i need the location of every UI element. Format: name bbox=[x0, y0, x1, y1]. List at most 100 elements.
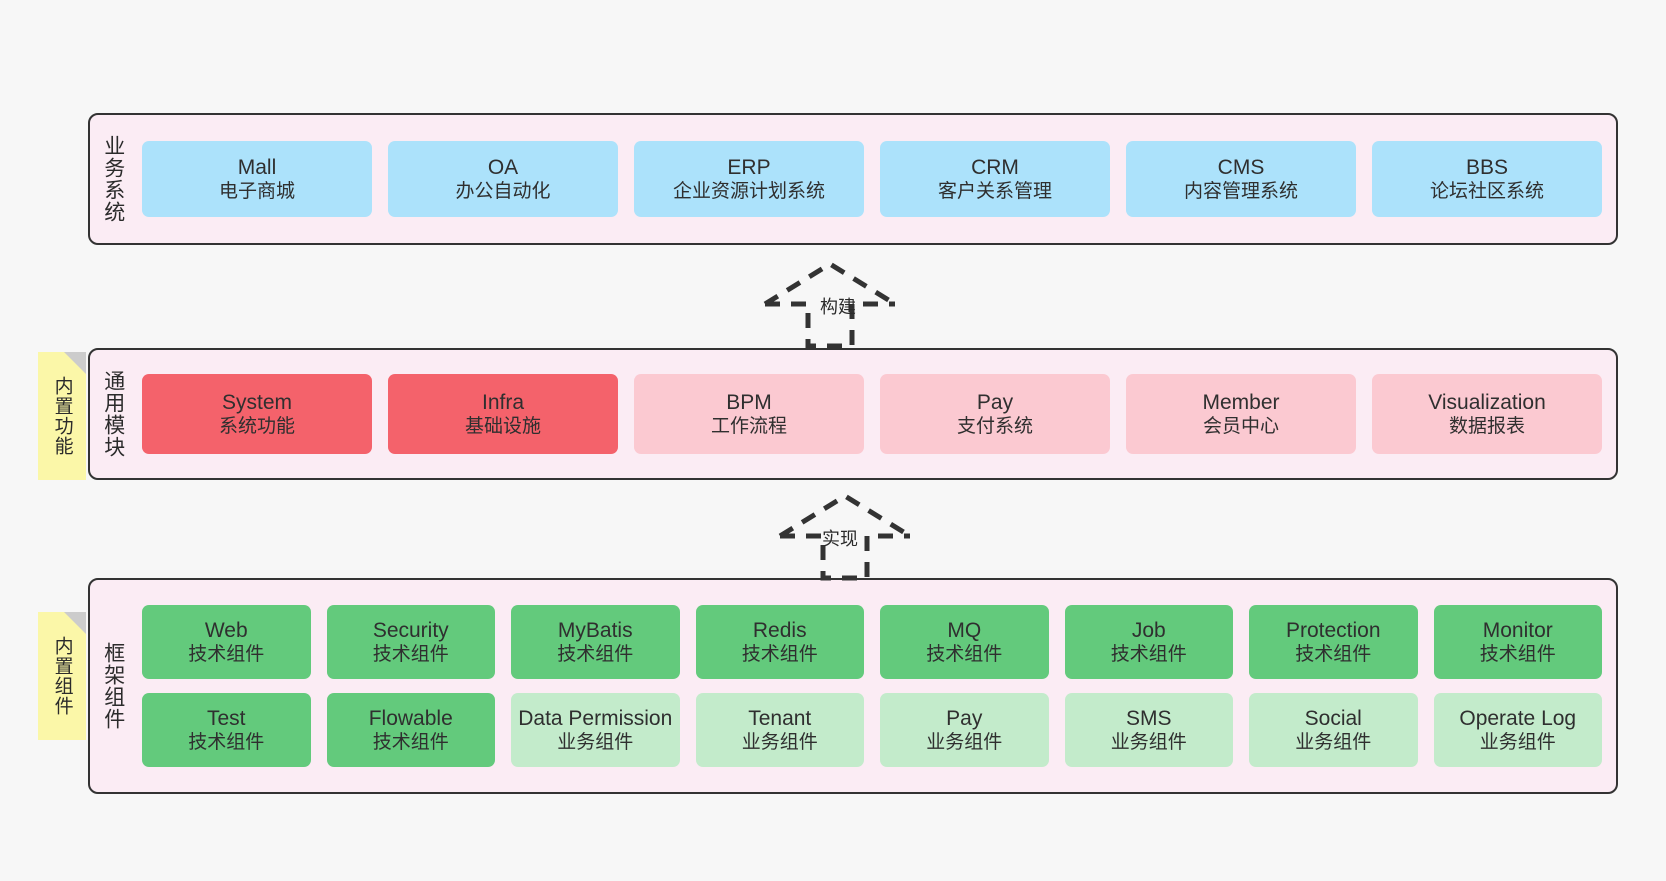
component-card-name: Pay bbox=[946, 706, 983, 730]
component-card-name: Redis bbox=[752, 618, 807, 642]
component-card-name: Member bbox=[1202, 390, 1280, 414]
component-card-name: Operate Log bbox=[1459, 706, 1577, 730]
component-card-name: OA bbox=[487, 155, 519, 179]
business-systems-title: 业务系统 bbox=[101, 135, 125, 223]
component-card-desc: 技术组件 bbox=[188, 732, 265, 754]
sticky-fold-corner bbox=[64, 352, 86, 374]
component-card-desc: 业务组件 bbox=[741, 732, 818, 754]
component-card-name: Mall bbox=[237, 155, 277, 179]
implement-arrow-label: 实现 bbox=[822, 529, 858, 549]
component-card-desc: 会员中心 bbox=[1202, 416, 1279, 438]
component-card-desc: 客户关系管理 bbox=[937, 181, 1052, 203]
component-card-name: Test bbox=[206, 706, 246, 730]
component-card-desc: 支付系统 bbox=[956, 416, 1033, 438]
component-card-desc: 技术组件 bbox=[1110, 644, 1187, 666]
component-card-name: Security bbox=[372, 618, 449, 642]
component-card-name: Visualization bbox=[1428, 390, 1546, 414]
component-card-desc: 技术组件 bbox=[1479, 644, 1556, 666]
component-card-desc: 技术组件 bbox=[557, 644, 634, 666]
component-card-name: BBS bbox=[1465, 155, 1509, 179]
component-card-name: MQ bbox=[947, 618, 982, 642]
component-card-name: Job bbox=[1131, 618, 1166, 642]
sticky-note-builtin-features: 内置功能 bbox=[38, 352, 86, 480]
component-card-name: Monitor bbox=[1482, 618, 1553, 642]
component-card-name: Infra bbox=[481, 390, 525, 414]
component-card-desc: 基础设施 bbox=[464, 416, 541, 438]
component-card-name: Pay bbox=[976, 390, 1014, 414]
common-modules-title: 通用模块 bbox=[101, 370, 125, 458]
component-card-desc: 论坛社区系统 bbox=[1429, 181, 1544, 203]
component-card-name: Social bbox=[1304, 706, 1362, 730]
component-card-name: MyBatis bbox=[557, 618, 633, 642]
component-card-desc: 业务组件 bbox=[926, 732, 1003, 754]
build-arrow-icon bbox=[763, 261, 897, 349]
component-card-desc: 数据报表 bbox=[1448, 416, 1525, 438]
component-card-name: Protection bbox=[1285, 618, 1381, 642]
component-card-desc: 业务组件 bbox=[1295, 732, 1372, 754]
component-card-name: Flowable bbox=[368, 706, 453, 730]
component-card-desc: 技术组件 bbox=[741, 644, 818, 666]
component-card-desc: 技术组件 bbox=[1295, 644, 1372, 666]
component-card-desc: 业务组件 bbox=[1479, 732, 1556, 754]
build-arrow-label: 构建 bbox=[820, 297, 856, 317]
sticky-note-builtin-components-label: 内置组件 bbox=[51, 636, 73, 716]
component-card-desc: 技术组件 bbox=[188, 644, 265, 666]
component-card-desc: 系统功能 bbox=[218, 416, 295, 438]
component-card-desc: 业务组件 bbox=[1110, 732, 1187, 754]
component-card-name: SMS bbox=[1125, 706, 1172, 730]
component-card-desc: 内容管理系统 bbox=[1183, 181, 1298, 203]
component-card-desc: 技术组件 bbox=[372, 644, 449, 666]
component-card-name: CRM bbox=[971, 155, 1019, 179]
component-card-name: ERP bbox=[727, 155, 771, 179]
component-card-desc: 电子商城 bbox=[218, 181, 295, 203]
implement-arrow-icon bbox=[778, 493, 912, 581]
sticky-fold-corner bbox=[64, 612, 86, 634]
component-card-desc: 技术组件 bbox=[926, 644, 1003, 666]
component-card-name: Tenant bbox=[748, 706, 812, 730]
component-card-name: Data Permission bbox=[518, 706, 673, 730]
sticky-note-builtin-features-label: 内置功能 bbox=[51, 376, 73, 456]
component-card-name: System bbox=[221, 390, 292, 414]
component-card-desc: 办公自动化 bbox=[455, 181, 551, 203]
component-card-desc: 工作流程 bbox=[710, 416, 787, 438]
framework-components-title: 框架组件 bbox=[101, 642, 125, 730]
sticky-note-builtin-components: 内置组件 bbox=[38, 612, 86, 740]
